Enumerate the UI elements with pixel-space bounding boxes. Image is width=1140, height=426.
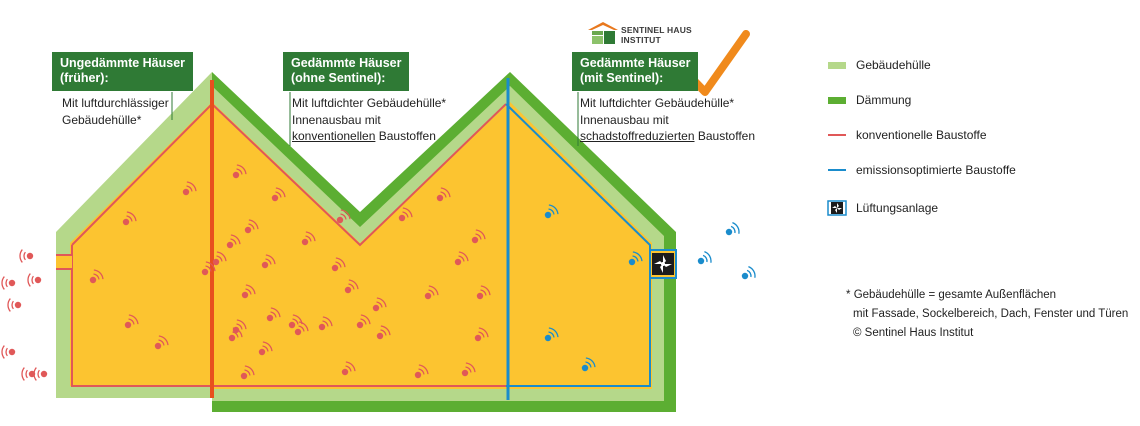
desc-insulated-with-sentinel: Mit luftdichter Gebäudehülle* Innenausbau… [580, 95, 755, 145]
label-description-line: Gebäudehülle* [62, 112, 142, 127]
emission-particle [544, 327, 559, 342]
emission-particle [344, 279, 359, 294]
legend-label: Lüftungsanlage [856, 201, 939, 215]
sentinel-haus-logo [588, 22, 618, 44]
emission-particle [261, 254, 276, 269]
legend-label: Dämmung [856, 93, 912, 107]
label-title-line: (ohne Sentinel): [291, 71, 386, 85]
optimized-material-line [505, 103, 651, 387]
legend-ventilation-icon [827, 200, 847, 216]
label-description-line: Innenausbau mit [292, 112, 381, 127]
emphasized-term: konventionellen [292, 129, 376, 143]
emission-particle [271, 187, 286, 202]
footnote-line-1: * Gebäudehülle = gesamte Außenflächen [846, 286, 1056, 305]
footnote-line-3: © Sentinel Haus Institut [853, 327, 974, 339]
emission-particle [414, 364, 429, 379]
legend-label: emissionsoptimierte Baustoffe [856, 163, 1016, 177]
emission-particle [21, 367, 36, 381]
emission-particle [741, 265, 756, 280]
logo-text: SENTINEL HAUS INSTITUT [621, 25, 692, 45]
emission-particle [628, 251, 643, 266]
emission-particle [226, 234, 241, 249]
emission-particle [341, 361, 356, 376]
emission-particle [318, 316, 333, 331]
desc-insulated-without-sentinel: Mit luftdichter Gebäudehülle* Innenausbau… [292, 95, 446, 145]
label-title-line: Ungedämmte Häuser [60, 56, 186, 70]
emission-particle [336, 209, 351, 224]
emission-particle [581, 357, 596, 372]
emission-particle [436, 187, 451, 202]
logo-line-1: SENTINEL HAUS [621, 25, 692, 35]
label-description-line: schadstoffreduzierten Baustoffen [580, 129, 756, 143]
emission-particle [476, 285, 491, 300]
emission-particle [7, 298, 22, 312]
label-description-line: Mit luftdichter Gebäudehülle* [580, 96, 735, 110]
emission-particle [241, 284, 256, 299]
emission-particle [1, 276, 16, 290]
emission-particle [266, 307, 281, 322]
house-interior-1 [70, 102, 212, 386]
emissions-optimized [544, 204, 756, 372]
emission-particle [697, 250, 712, 265]
emission-particle [725, 221, 740, 236]
label-title-line: (früher): [60, 71, 109, 85]
emission-particle [372, 297, 387, 312]
emission-particle [376, 325, 391, 340]
emission-particle [301, 231, 316, 246]
label-description-line: Innenausbau mit [580, 112, 669, 127]
legend-swatch-insulation [828, 97, 846, 104]
emission-particle [154, 335, 169, 350]
emission-particle [201, 261, 216, 276]
legend-swatch-envelope [828, 62, 846, 69]
ventilation-duct-outline [649, 249, 677, 279]
emission-particle [19, 249, 34, 263]
emission-particle [122, 211, 137, 226]
emission-particle [294, 321, 309, 336]
footnote-marker: * [846, 289, 851, 301]
emission-particle [182, 181, 197, 196]
emission-particle [474, 327, 489, 342]
emission-particle [398, 207, 413, 222]
emission-particle [471, 229, 486, 244]
ventilation-fan-icon [652, 253, 674, 275]
emission-particle [258, 341, 273, 356]
emission-particle [244, 219, 259, 234]
emission-particle [454, 251, 469, 266]
footnote-text-1: Gebäudehülle = gesamte Außenflächen [853, 289, 1057, 301]
label-title-line: Gedämmte Häuser [291, 56, 402, 70]
emission-particle [1, 345, 16, 359]
legend-label: Gebäudehülle [856, 58, 931, 72]
emission-particle [544, 204, 559, 219]
emission-particle [212, 251, 227, 266]
emission-particle [356, 314, 371, 329]
footnote-line-2: mit Fassade, Sockelbereich, Dach, Fenste… [853, 308, 1129, 320]
legend-label: konventionelle Baustoffe [856, 128, 987, 142]
label-insulated-with-sentinel: Gedämmte Häuser (mit Sentinel): [572, 52, 699, 91]
label-title-line: Gedämmte Häuser [580, 56, 691, 70]
house-interior-2-3 [212, 102, 652, 389]
emission-particle [232, 164, 247, 179]
emission-particle [89, 269, 104, 284]
emphasized-term: schadstoffreduzierten [580, 129, 695, 143]
emission-particle [424, 285, 439, 300]
emission-particle [461, 362, 476, 377]
label-insulated-without-sentinel: Gedämmte Häuser (ohne Sentinel): [283, 52, 410, 91]
emission-particle [232, 319, 247, 334]
air-leak-channel [56, 255, 72, 269]
label-description-line: konventionellen Baustoffen [292, 129, 436, 143]
emission-particle [27, 273, 42, 287]
emission-particle [331, 257, 346, 272]
label-description-line: Mit luftdichter Gebäudehülle* [292, 96, 447, 110]
emission-particle [124, 314, 139, 329]
logo-line-2: INSTITUT [621, 35, 661, 45]
emission-particle [33, 367, 48, 381]
label-title-line: (mit Sentinel): [580, 71, 664, 85]
label-description-line: Mit luftdurchlässiger [62, 96, 169, 110]
emissions-conventional [1, 164, 491, 381]
emission-particle [240, 365, 255, 380]
label-unisolated-houses: Ungedämmte Häuser (früher): [52, 52, 194, 91]
